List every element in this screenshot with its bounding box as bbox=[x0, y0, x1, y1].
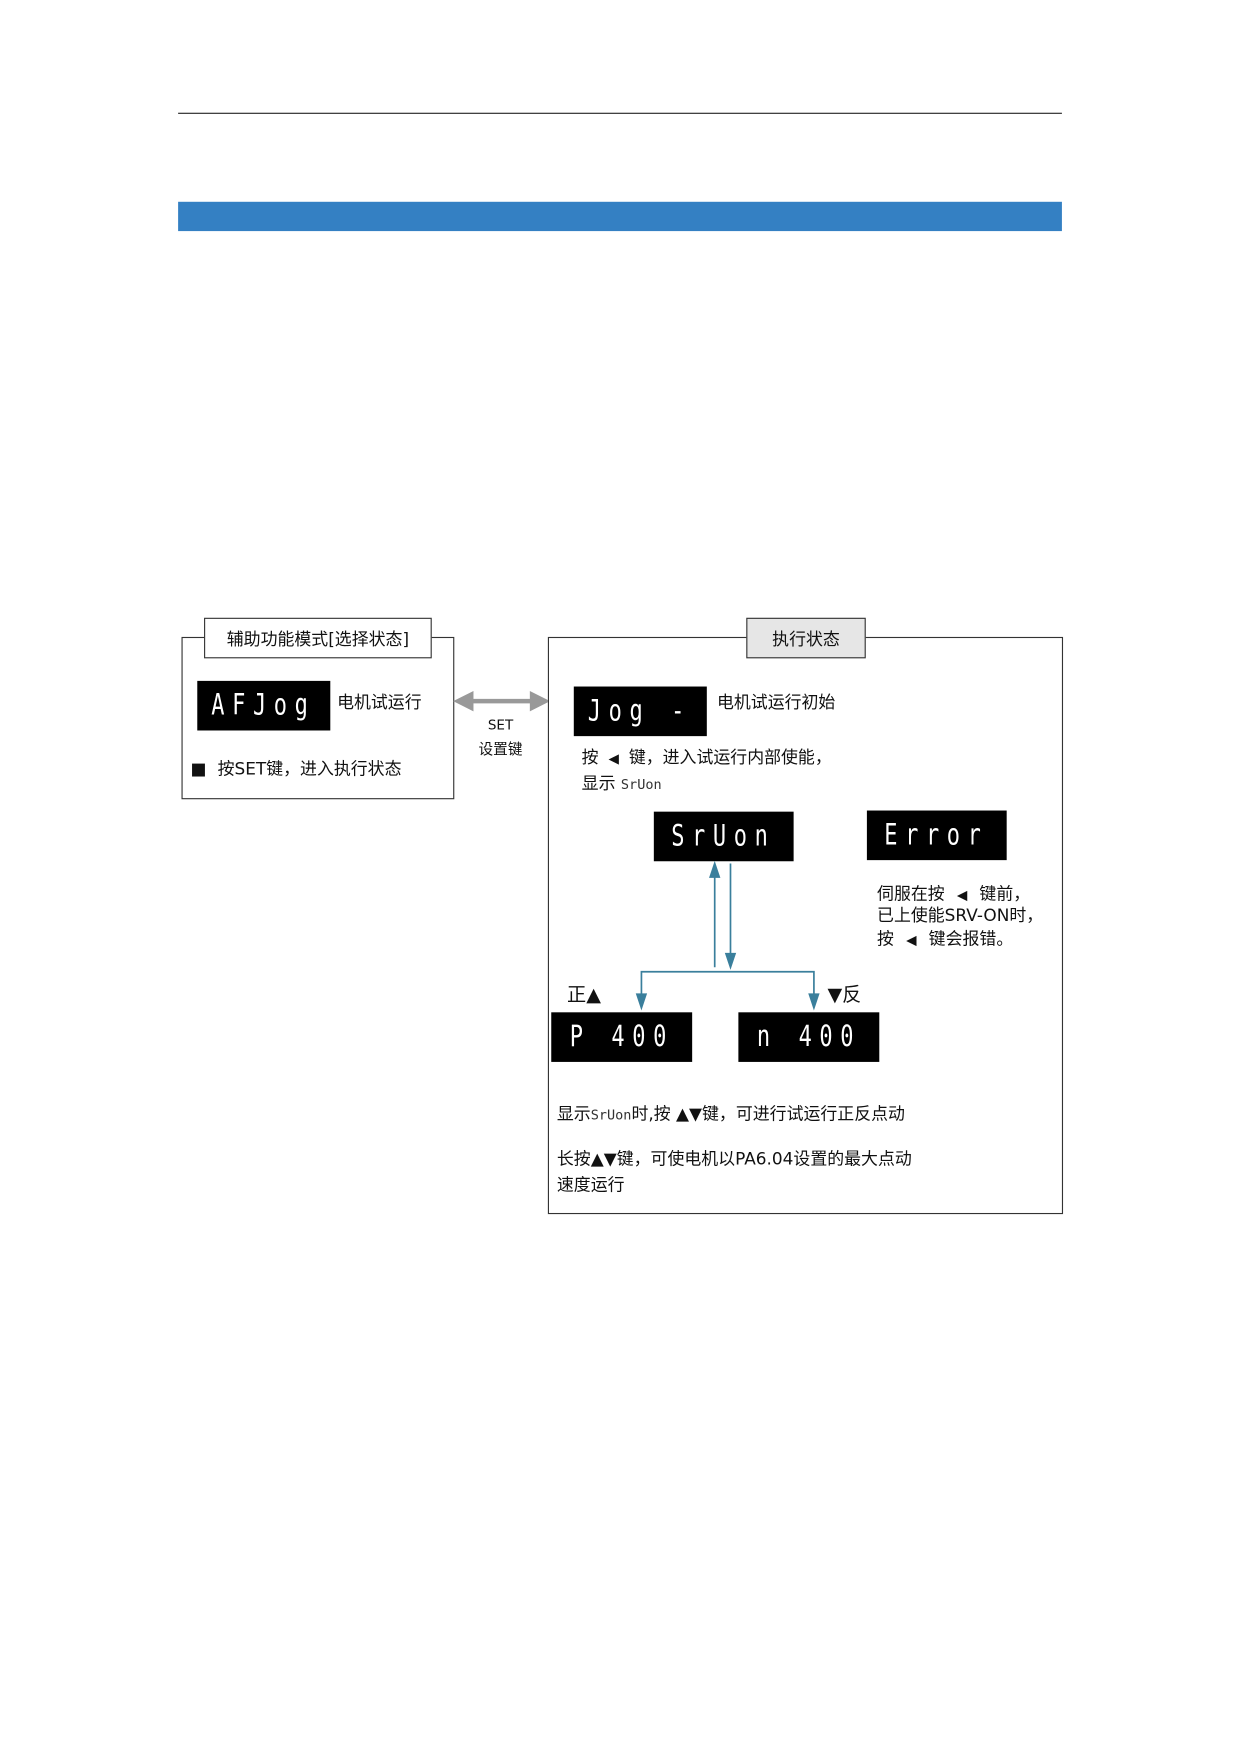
afjog-display-text: AFJog bbox=[211, 688, 316, 723]
error-note-d: 键会报错。 bbox=[928, 928, 1014, 950]
forward-speed-text: P 400 bbox=[569, 1020, 674, 1055]
execution-state-title: 执行状态 bbox=[746, 617, 866, 659]
error-note-a: 伺服在按 bbox=[877, 883, 945, 905]
description-line-2: 长按▲▼键，可使电机以PA6.04设置的最大点动 bbox=[556, 1148, 912, 1170]
instruction-line-2: 显示 SrUon bbox=[582, 773, 662, 794]
error-note-line-3: 按 ◀ 键会报错。 bbox=[877, 929, 1013, 950]
jog-label: 电机试运行初始 bbox=[716, 692, 836, 713]
forward-label: 正▲ bbox=[567, 984, 601, 1007]
description-line-3: 速度运行 bbox=[556, 1174, 625, 1195]
error-display-text: Error bbox=[884, 818, 989, 853]
instruction-line-1: 按 ◀ 键，进入试运行内部使能， bbox=[582, 747, 832, 768]
jog-display: Jog - bbox=[573, 686, 707, 737]
description-line-1: 显示SrUon时,按 ▲▼键，可进行试运行正反点动 bbox=[557, 1104, 905, 1125]
reverse-speed-text: n 400 bbox=[756, 1020, 861, 1055]
left-arrow-icon: ◀ bbox=[608, 750, 619, 767]
left-arrow-icon: ◀ bbox=[906, 932, 917, 949]
double-arrow-icon bbox=[453, 691, 551, 712]
jog-display-text: Jog - bbox=[588, 694, 693, 729]
set-key-sublabel: 设置键 bbox=[478, 741, 523, 759]
selection-state-title: 辅助功能模式[选择状态] bbox=[204, 617, 432, 659]
header-rule bbox=[178, 112, 1062, 114]
instr-press: 按 bbox=[581, 747, 599, 768]
srvon-display-text: SrUon bbox=[671, 819, 776, 854]
desc-text: 时,按 ▲▼键，可进行试运行正反点动 bbox=[631, 1103, 905, 1124]
left-arrow-icon: ◀ bbox=[956, 887, 968, 903]
error-display: Error bbox=[866, 810, 1007, 861]
bullet-icon: ■ bbox=[190, 758, 207, 779]
desc-srvon: SrUon bbox=[590, 1107, 632, 1123]
instr-srvon: SrUon bbox=[620, 776, 662, 793]
afjog-display: AFJog bbox=[197, 680, 331, 731]
reverse-speed-display: n 400 bbox=[738, 1012, 880, 1062]
error-note-line-1: 伺服在按 ◀ 键前， bbox=[877, 884, 1030, 905]
instr-text: 键，进入试运行内部使能， bbox=[628, 747, 832, 768]
forward-speed-display: P 400 bbox=[551, 1012, 693, 1062]
instr-show: 显示 bbox=[581, 773, 616, 794]
afjog-label: 电机试运行 bbox=[337, 692, 422, 713]
section-header-bar bbox=[178, 201, 1062, 232]
flow-arrows bbox=[635, 860, 820, 1011]
desc-show: 显示 bbox=[556, 1103, 591, 1124]
reverse-label: ▼反 bbox=[827, 984, 862, 1007]
set-key-label: SET bbox=[487, 716, 514, 733]
set-note: 按SET键，进入执行状态 bbox=[217, 758, 402, 779]
error-note-b: 键前， bbox=[979, 883, 1031, 905]
srvon-display: SrUon bbox=[653, 811, 794, 862]
error-note-line-2: 已上使能SRV-ON时， bbox=[877, 905, 1044, 926]
error-note-c: 按 bbox=[877, 928, 894, 950]
